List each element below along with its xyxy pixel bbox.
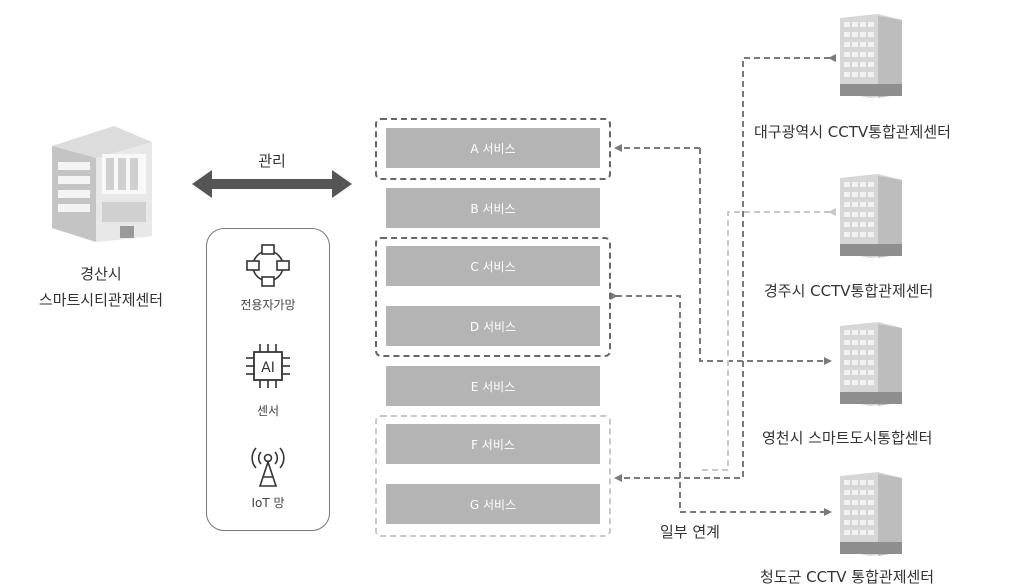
manage-double-arrow [192, 170, 352, 198]
service-c[interactable]: C 서비스 [386, 246, 600, 286]
ring-network-icon [244, 242, 292, 290]
network-label-private: 전용자가망 [206, 296, 330, 313]
service-d[interactable]: D 서비스 [386, 306, 600, 346]
service-a[interactable]: A 서비스 [386, 128, 600, 168]
office-building-icon [836, 12, 906, 100]
office-building-icon [836, 320, 906, 408]
service-g[interactable]: G 서비스 [386, 484, 600, 524]
office-building-icon [836, 470, 906, 558]
center-label-gyeongju: 경주시 CCTV통합관제센터 [764, 280, 933, 301]
manage-label: 관리 [222, 150, 322, 171]
link-label: 일부 연계 [660, 521, 720, 542]
hub-name-line1: 경산시 [36, 263, 166, 284]
center-label-yeongcheon: 영천시 스마트도시통합센터 [762, 427, 932, 448]
network-label-sensor: 센서 [206, 402, 330, 419]
hub-name-line2: 스마트시티관제센터 [0, 289, 202, 310]
network-label-iot: IoT 망 [206, 494, 330, 511]
city-hall-building-icon [44, 118, 154, 243]
office-building-icon [836, 172, 906, 260]
link-a-service [700, 148, 830, 361]
center-label-cheongdo: 청도군 CCTV 통합관제센터 [760, 566, 934, 587]
ai-chip-text: AI [261, 360, 275, 376]
center-label-daegu: 대구광역시 CCTV통합관제센터 [754, 121, 951, 142]
wireless-antenna-icon [248, 446, 288, 490]
service-e[interactable]: E 서비스 [386, 366, 600, 406]
ai-chip-icon: AI [244, 342, 292, 390]
service-f[interactable]: F 서비스 [386, 424, 600, 464]
link-cd-group [616, 296, 830, 512]
service-b[interactable]: B 서비스 [386, 188, 600, 228]
